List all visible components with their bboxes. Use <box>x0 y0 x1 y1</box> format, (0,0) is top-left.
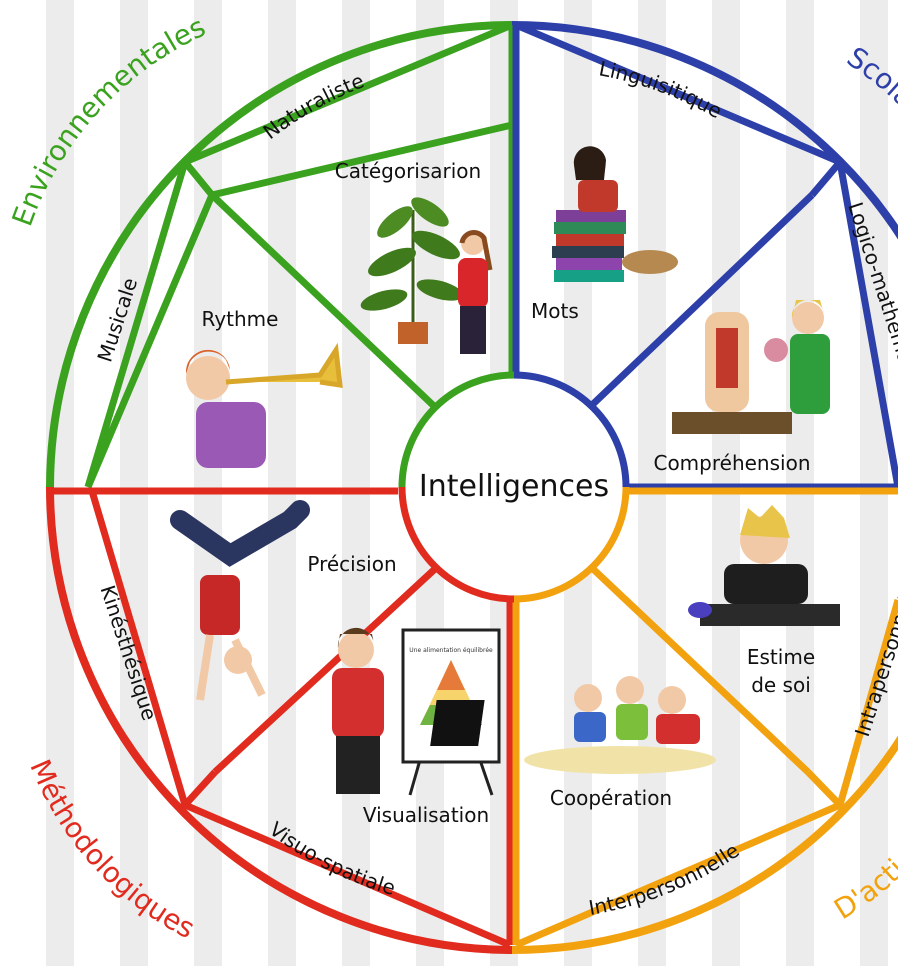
ring-quadrant-meth <box>46 486 513 954</box>
intel-label-logico: Logico-mathématique <box>843 199 898 415</box>
books-girl-illustration <box>552 146 678 282</box>
skill-estime-line2: de soi <box>751 673 811 697</box>
skill-estime-line1: Estime <box>747 645 815 669</box>
center-hub: Intelligences <box>398 371 630 603</box>
intel-label-intrapersonnelle: Intrapersonnelle <box>850 576 898 739</box>
sector-meth-divider <box>182 769 218 808</box>
skill-categorisation: Catégorisarion <box>335 159 481 183</box>
group-label-meth: Méthodologiques <box>23 755 200 946</box>
group-label-dact: D'action <box>828 828 898 926</box>
skill-labels: Catégorisarion Rythme Mots Compréhension… <box>202 159 816 827</box>
sector-scol-spoke <box>589 192 815 408</box>
sector-lines <box>50 21 898 949</box>
trumpet-boy-illustration <box>185 342 343 468</box>
breakdancer-illustration <box>170 500 310 701</box>
sector-dact-divider <box>805 769 843 808</box>
skill-comprehension: Compréhension <box>653 451 810 475</box>
sector-meth-spoke <box>212 565 439 775</box>
teacher-illustration <box>332 627 384 794</box>
sector-env-spoke <box>209 192 439 411</box>
ring-quadrant-dact <box>511 735 898 954</box>
group-label-env: Environnementales <box>6 10 211 230</box>
skill-mots: Mots <box>531 299 579 323</box>
plant-illustration <box>360 197 464 344</box>
skill-visualisation: Visualisation <box>363 803 489 827</box>
sector-scol-divider <box>809 159 843 198</box>
poster-title: Une alimentation équilibrée <box>409 647 493 654</box>
gamer-illustration <box>688 505 840 626</box>
skill-precision: Précision <box>307 552 396 576</box>
girl-illustration <box>458 230 493 354</box>
intel-label-interpersonnelle: Interpersonnelle <box>587 838 744 920</box>
sector-env-divider <box>182 159 215 198</box>
anatomy-illustration <box>672 299 830 434</box>
intel-label-naturaliste: Naturaliste <box>258 68 367 144</box>
skill-rythme: Rythme <box>202 307 279 331</box>
sector-dact-spoke <box>589 565 811 775</box>
skill-cooperation: Coopération <box>550 786 672 810</box>
center-label: Intelligences <box>419 469 609 504</box>
friends-illustration <box>430 676 716 774</box>
